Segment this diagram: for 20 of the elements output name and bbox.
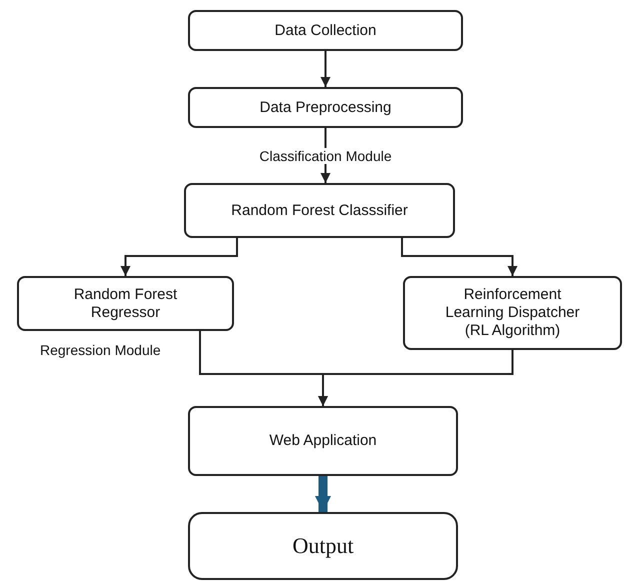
arrow [315, 476, 331, 512]
module-label: Regression Module [40, 342, 161, 358]
process-box [403, 276, 622, 350]
box-label: Random Forest Regressor [72, 286, 178, 322]
process-box [188, 10, 463, 51]
process-box [17, 276, 234, 331]
process-box [188, 87, 463, 128]
box-label: Data Collection [274, 22, 376, 40]
arrow [318, 350, 514, 406]
box-label: Data Preprocessing [260, 98, 392, 116]
arrow [401, 238, 518, 276]
box-label: Random Forest Classsifier [231, 202, 408, 220]
box-label: Output [292, 532, 354, 560]
arrow [320, 51, 330, 87]
process-box [184, 183, 455, 238]
arrow [120, 238, 238, 276]
box-label: Reinforcement Learning Dispatcher (RL Algorithm) [444, 286, 581, 340]
process-box [188, 406, 458, 476]
process-box [188, 512, 458, 580]
box-label: Web Application [269, 432, 377, 450]
